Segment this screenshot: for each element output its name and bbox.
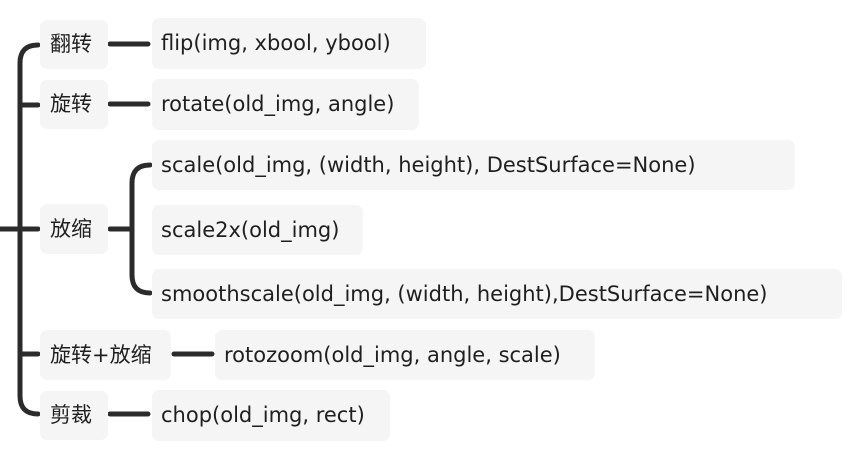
branch-label: 旋转: [50, 92, 92, 116]
branch-label: 放缩: [50, 216, 92, 241]
branch-node-rotozoom[interactable]: 旋转+放缩: [40, 330, 171, 380]
leaf-node[interactable]: rotate(old_img, angle): [152, 79, 419, 130]
branch-node-scale[interactable]: 放缩: [40, 204, 108, 254]
leaf-label: rotozoom(old_img, angle, scale): [224, 342, 561, 367]
leaf-label: rotate(old_img, angle): [161, 92, 395, 116]
leaf-label: scale(old_img, (width, height), DestSurf…: [161, 152, 696, 177]
leaf-node[interactable]: scale(old_img, (width, height), DestSurf…: [152, 140, 795, 190]
scale-bracket: [129, 162, 153, 296]
leaf-node[interactable]: chop(old_img, rect): [152, 390, 390, 441]
leaf-label: smoothscale(old_img, (width, height),Des…: [161, 281, 768, 306]
leaf-label: chop(old_img, rect): [161, 403, 365, 427]
branch-label: 翻转: [50, 32, 92, 56]
leaf-label: flip(img, xbool, ybool): [161, 31, 391, 55]
branch-node-rotate[interactable]: 旋转: [40, 80, 108, 129]
branch-label: 剪裁: [50, 403, 92, 427]
leaf-label: scale2x(old_img): [161, 217, 340, 242]
leaf-node[interactable]: smoothscale(old_img, (width, height),Des…: [152, 269, 842, 319]
leaf-node[interactable]: flip(img, xbool, ybool): [152, 18, 426, 69]
branch-label: 旋转+放缩: [50, 342, 152, 367]
branch-node-flip[interactable]: 翻转: [40, 20, 108, 69]
leaf-node[interactable]: scale2x(old_img): [152, 205, 363, 255]
leaf-node[interactable]: rotozoom(old_img, angle, scale): [215, 330, 595, 380]
branch-node-chop[interactable]: 剪裁: [40, 391, 108, 440]
